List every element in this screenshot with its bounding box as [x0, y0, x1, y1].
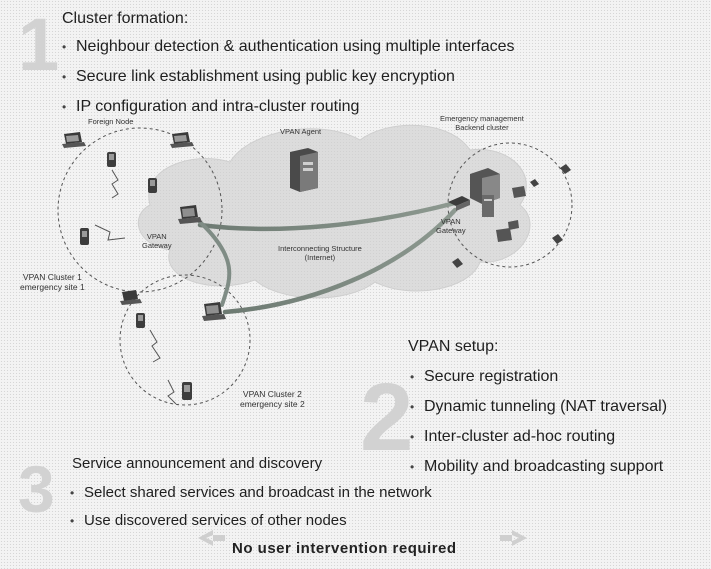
bullet-icon: • [410, 400, 415, 414]
bullet-icon: • [410, 460, 415, 474]
vpn-tunnels [197, 200, 458, 315]
backend-gateway-label-line2: Gateway [436, 225, 466, 235]
section-1-item: • Neighbour detection & authentication us… [62, 38, 515, 56]
section-2-item: • Dynamic tunneling (NAT traversal) [410, 398, 667, 416]
step-number-3: 3 [18, 452, 55, 526]
laptop-icon [202, 302, 226, 321]
section-1-item: • IP configuration and intra-cluster rout… [62, 98, 359, 116]
vpan-gateway-label-line2: Gateway [142, 240, 172, 250]
banner-chevron-right [500, 530, 527, 546]
vpan-gateway-label: VPAN Gateway [142, 232, 172, 250]
foreign-node-label: Foreign Node [88, 117, 134, 126]
section-2-title: VPAN setup: [408, 338, 499, 355]
gateway-router-icon [448, 196, 470, 211]
step-number-1: 1 [18, 3, 60, 86]
section-2-item-text: Inter-cluster ad-hoc routing [424, 428, 616, 445]
backend-cluster-label: Emergency management Backend cluster [440, 114, 524, 132]
vpan-agent-label: VPAN Agent [280, 127, 322, 136]
section-1-item: • Secure link establishment using public … [62, 68, 455, 86]
cluster-1-label-line1: VPAN Cluster 1 [22, 272, 82, 282]
section-1-item-text: Secure link establishment using public k… [76, 68, 455, 85]
section-2-item-text: Mobility and broadcasting support [424, 458, 664, 475]
section-1-title: Cluster formation: [62, 10, 189, 27]
section-2-item-text: Dynamic tunneling (NAT traversal) [424, 398, 668, 415]
banner-text: No user intervention required [232, 540, 457, 557]
internet-cloud [137, 124, 531, 299]
bullet-icon: • [70, 514, 75, 528]
section-3-item: • Use discovered services of other nodes [70, 512, 347, 529]
backend-cluster-label-line2: Backend cluster [455, 122, 509, 132]
cluster-2-boundary [119, 274, 251, 406]
cluster-2-label-line1: VPAN Cluster 2 [242, 389, 302, 399]
interconnect-label-line2: (Internet) [304, 252, 336, 262]
section-2-item-text: Secure registration [424, 368, 559, 385]
laptop-icon [178, 205, 202, 224]
laptop-icon [62, 132, 86, 148]
section-1-item-text: IP configuration and intra-cluster routi… [76, 98, 360, 115]
section-2-item: • Mobility and broadcasting support [410, 458, 663, 476]
backend-gateway-label-line1: VPAN [440, 217, 461, 226]
section-2-item: • Inter-cluster ad-hoc routing [410, 428, 615, 446]
bullet-icon: • [70, 486, 75, 500]
bullet-icon: • [410, 430, 415, 444]
cluster-1-boundary [57, 127, 223, 293]
interconnect-label-line1: Interconnecting Structure [278, 244, 362, 253]
vpan-gateway-label-line1: VPAN [146, 232, 167, 241]
backend-gateway-label: VPAN Gateway [436, 217, 466, 235]
bullet-icon: • [410, 370, 415, 384]
section-3-title: Service announcement and discovery [72, 455, 323, 472]
desktop-icon [496, 186, 526, 242]
server-icon [482, 195, 494, 217]
backend-cluster-label-line1: Emergency management [440, 114, 524, 123]
cluster-1-label: VPAN Cluster 1 emergency site 1 [20, 272, 85, 292]
cluster-2-label: VPAN Cluster 2 emergency site 2 [240, 389, 305, 409]
section-2-item: • Secure registration [410, 368, 558, 386]
wireless-links [94, 169, 177, 405]
cluster-1-label-line2: emergency site 1 [20, 282, 85, 293]
phone-icon [452, 164, 571, 268]
bullet-icon: • [62, 70, 67, 84]
banner-chevron-left [198, 530, 225, 546]
server-icon [290, 148, 318, 192]
laptop-icon [120, 290, 142, 305]
bullet-icon: • [62, 40, 67, 54]
laptop-icon [170, 132, 194, 148]
cluster-2-label-line2: emergency site 2 [240, 399, 305, 410]
interconnecting-structure-label: Interconnecting Structure (Internet) [278, 244, 362, 262]
pda-screen [82, 154, 190, 392]
step-number-2: 2 [360, 364, 414, 471]
section-3-item: • Select shared services and broadcast in… [70, 484, 432, 501]
section-1-item-text: Neighbour detection & authentication usi… [76, 38, 515, 55]
bullet-icon: • [62, 100, 67, 114]
section-3-item-text: Select shared services and broadcast in … [84, 484, 432, 501]
section-3-item-text: Use discovered services of other nodes [84, 512, 347, 529]
